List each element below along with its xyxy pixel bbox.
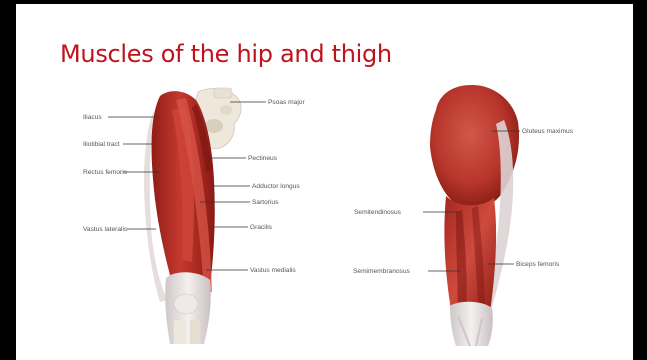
label-gracilis: Gracilis	[250, 224, 273, 231]
label-pectineus: Pectineus	[248, 155, 278, 162]
posterior-thigh-figure	[430, 85, 519, 346]
label-semimembranosus: Semimembranosus	[353, 268, 411, 275]
label-vastus-lateralis: Vastus lateralis	[83, 226, 128, 233]
label-sartorius: Sartorius	[252, 199, 279, 206]
label-adductor-longus: Adductor longus	[252, 183, 300, 190]
label-rectus-femoris: Rectus femoris	[83, 169, 128, 176]
anterior-thigh-figure	[144, 88, 241, 344]
label-biceps-femoris: Biceps femoris	[516, 261, 560, 268]
label-vastus-medialis: Vastus medialis	[250, 267, 296, 274]
label-psoas-major: Psoas major	[268, 99, 305, 106]
label-iliotibial-tract: Iliotibial tract	[83, 141, 120, 148]
label-gluteus-maximus: Gluteus maximus	[522, 128, 574, 135]
label-iliacus: Iliacus	[83, 114, 102, 121]
label-semitendinosus: Semitendinosus	[354, 209, 402, 216]
